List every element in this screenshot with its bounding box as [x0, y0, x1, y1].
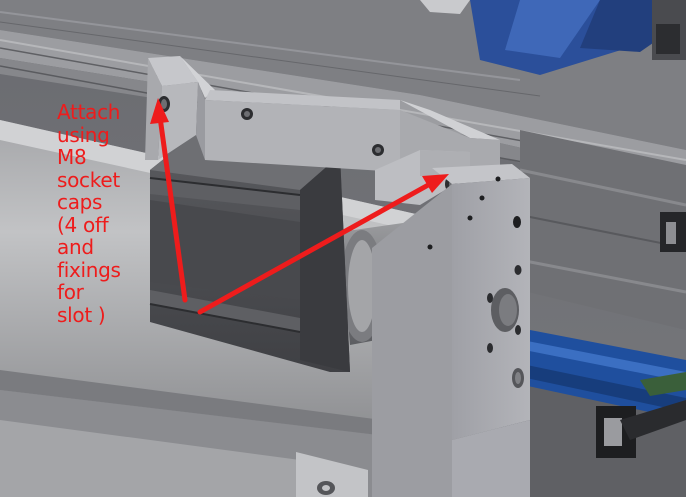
aluminium-extrusion-right	[519, 130, 686, 330]
background-rail-top-right	[420, 0, 686, 75]
annotation-arrows	[150, 98, 449, 315]
carriage-bottom-right	[500, 372, 686, 497]
mounting-instruction-text: Attach using M8 socket caps (4 off and f…	[57, 100, 121, 327]
arrow-to-left-hole	[157, 114, 188, 303]
arrowhead-right-hole	[422, 174, 449, 193]
arrow-to-right-hole	[197, 181, 433, 315]
mounting-bracket	[145, 56, 500, 205]
arrowhead-left-hole	[150, 98, 169, 124]
end-plate	[372, 164, 530, 497]
